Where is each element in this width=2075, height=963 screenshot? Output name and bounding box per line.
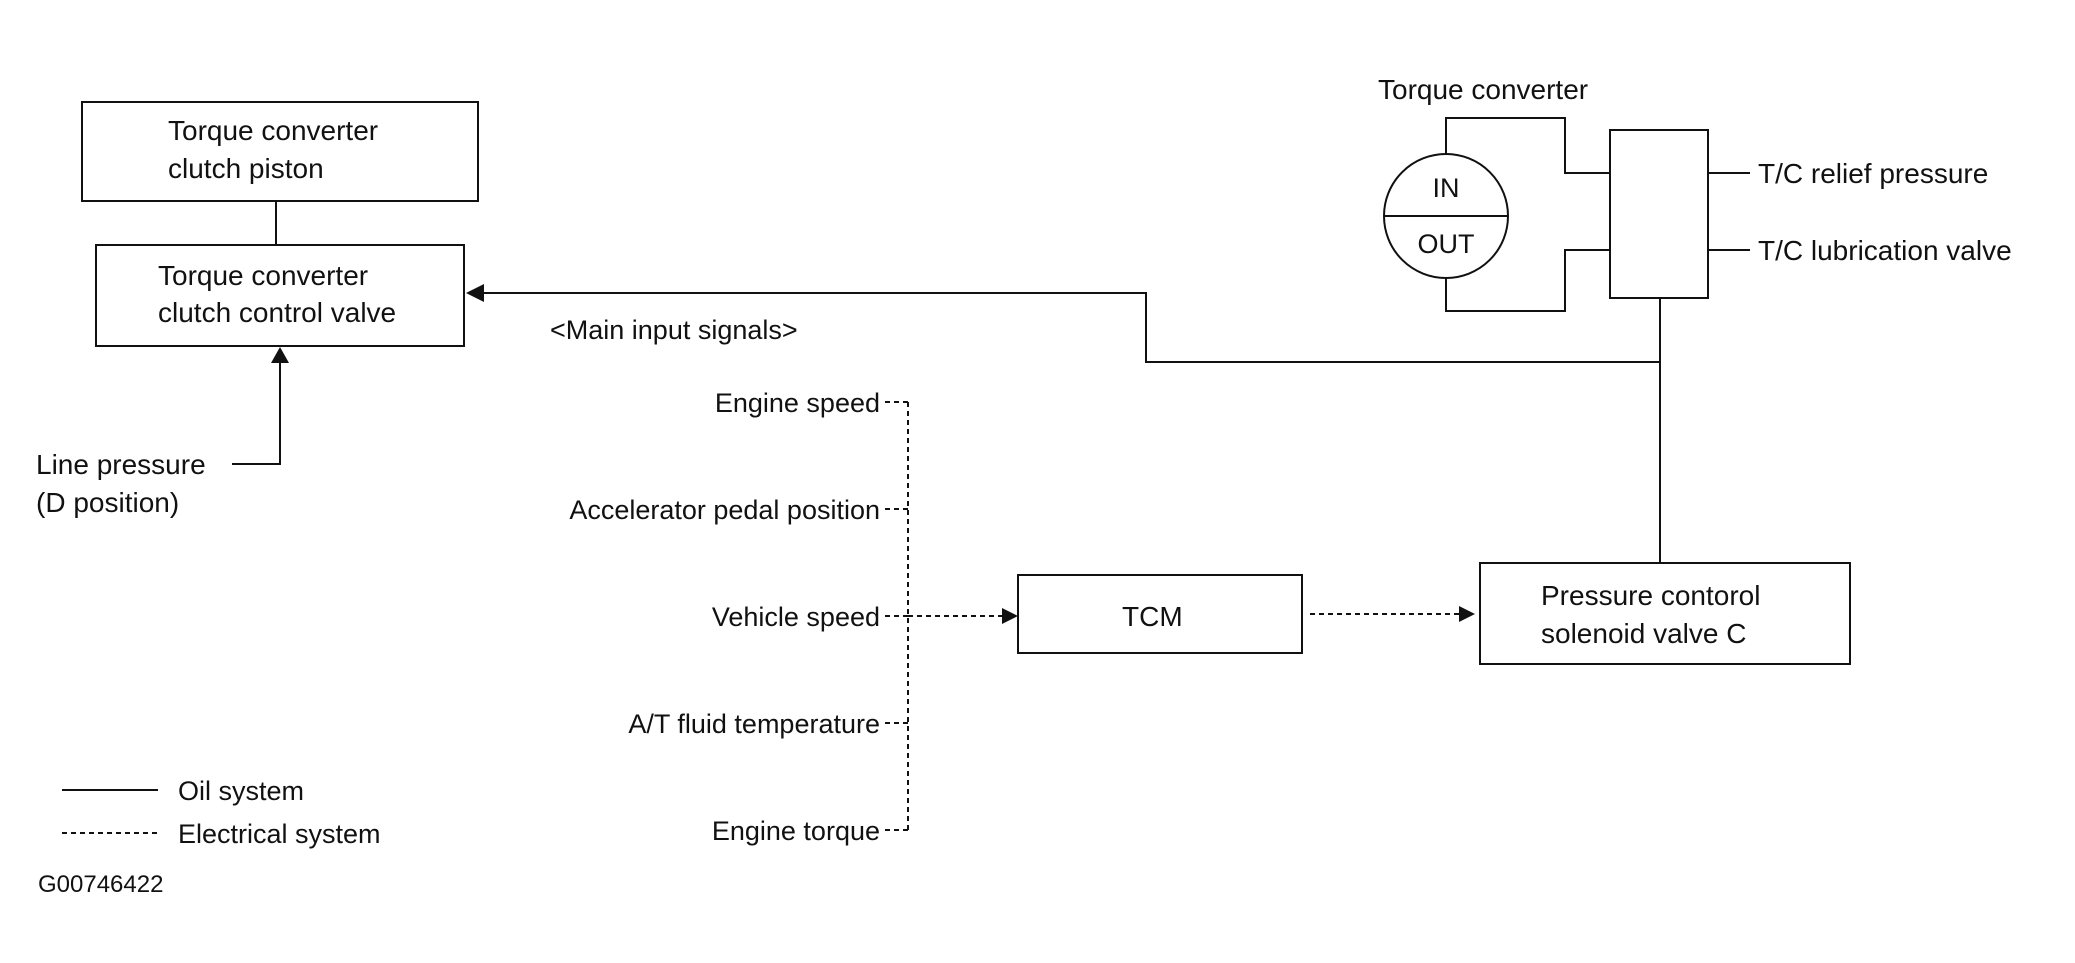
relief-pressure-label: T/C relief pressure — [1758, 158, 1988, 189]
tcm-input-arrowhead — [1002, 608, 1018, 624]
valve-input-arrowhead — [466, 284, 484, 302]
tcm-box — [1017, 574, 1303, 654]
torque-converter-out-line — [1445, 249, 1610, 312]
clutch-piston-box — [81, 101, 479, 202]
line-pressure-arrowhead — [271, 347, 289, 363]
main-input-signals-label: <Main input signals> — [550, 315, 798, 345]
clutch-control-valve-box — [95, 244, 465, 347]
input-at-fluid-temperature: A/T fluid temperature — [628, 709, 880, 739]
input-accelerator-pedal-position: Accelerator pedal position — [569, 495, 880, 525]
input-engine-torque: Engine torque — [712, 816, 880, 846]
oil-line-to-valve — [482, 292, 1661, 563]
clutch-piston-label-line1: Torque converter — [168, 115, 378, 146]
legend-oil-label: Oil system — [178, 776, 304, 806]
input-vehicle-speed: Vehicle speed — [712, 602, 880, 632]
solenoid-valve-box — [1479, 562, 1851, 665]
line-pressure-line — [232, 360, 281, 465]
torque-converter-title: Torque converter — [1378, 74, 1588, 105]
solenoid-input-arrowhead — [1459, 606, 1475, 622]
torque-converter-in-label: IN — [1433, 173, 1460, 203]
solenoid-valve-label-line2: solenoid valve C — [1541, 618, 1746, 649]
clutch-control-valve-label-line2: clutch control valve — [158, 297, 396, 328]
figure-id: G00746422 — [38, 871, 163, 898]
lubrication-valve-label: T/C lubrication valve — [1758, 235, 2012, 266]
legend-electrical-label: Electrical system — [178, 819, 381, 849]
torque-converter-out-label: OUT — [1418, 229, 1475, 259]
input-engine-speed: Engine speed — [715, 388, 880, 418]
torque-converter-valve-box — [1609, 129, 1709, 299]
clutch-control-valve-label-line1: Torque converter — [158, 260, 368, 291]
line-pressure-label-line2: (D position) — [36, 487, 179, 518]
solenoid-valve-label-line1: Pressure contorol — [1541, 580, 1760, 611]
line-pressure-label-line1: Line pressure — [36, 449, 206, 480]
clutch-piston-label-line2: clutch piston — [168, 153, 324, 184]
tcm-label: TCM — [1122, 601, 1183, 632]
torque-converter-in-line — [1445, 117, 1610, 174]
